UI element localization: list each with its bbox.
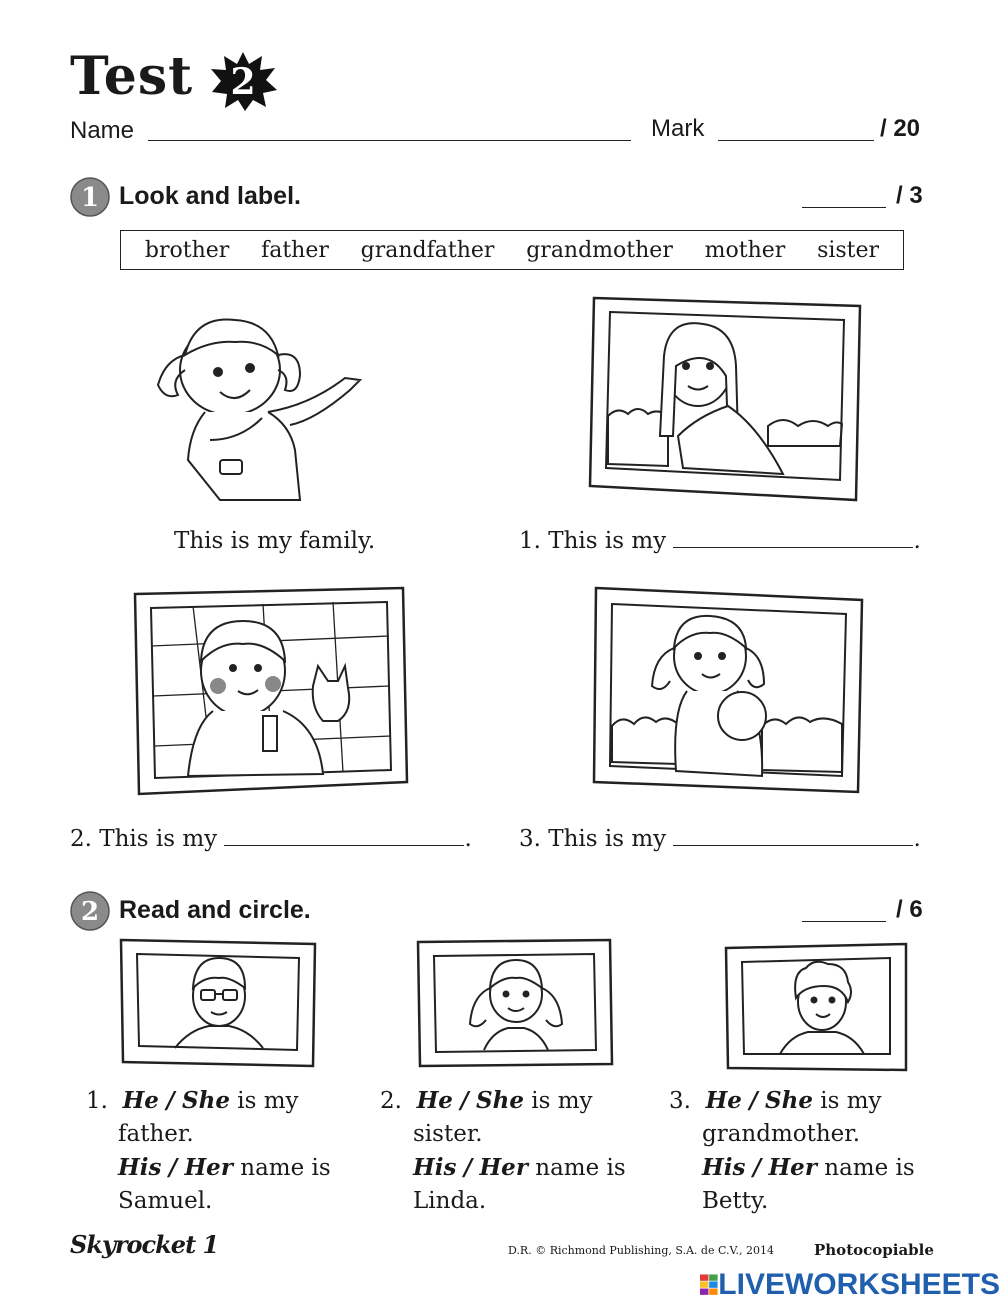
item-2-text: This is my: [99, 826, 218, 852]
word-bank-item: grandmother: [526, 237, 673, 263]
test-number-badge: 2: [211, 52, 277, 111]
section-1-title: Look and label.: [119, 182, 301, 210]
mark-field[interactable]: [718, 140, 874, 141]
word-bank-item: grandfather: [360, 237, 495, 263]
read-item-name: Samuel.: [118, 1188, 213, 1214]
item-2-sentence: 2. This is my .: [70, 826, 472, 852]
section-2-score: / 6: [896, 896, 923, 923]
item-1-period: .: [913, 528, 921, 554]
read-item-number: 2.: [380, 1088, 402, 1114]
liveworksheets-logo-icon: [700, 1273, 718, 1295]
item-2-answer-field[interactable]: [224, 845, 465, 846]
he-option[interactable]: He: [122, 1087, 159, 1114]
mark-total: / 20: [880, 115, 921, 142]
option-separator: /: [168, 1154, 178, 1181]
item-2-period: .: [464, 826, 472, 852]
her-option[interactable]: Her: [184, 1154, 233, 1181]
option-separator: /: [752, 1154, 762, 1181]
item-2-number: 2.: [70, 826, 92, 852]
samuel-photo-frame: [119, 938, 317, 1068]
read-item-relation: grandmother.: [702, 1121, 861, 1147]
linda-photo-frame: [416, 938, 614, 1068]
mother-photo-frame: [588, 296, 862, 502]
mark-label: Mark: [651, 115, 705, 142]
his-option[interactable]: His: [702, 1154, 746, 1181]
test-number: 2: [230, 61, 255, 103]
word-bank: brother father grandfather grandmother m…: [120, 230, 904, 270]
svg-text:1: 1: [81, 183, 99, 213]
brother-photo-frame: [133, 586, 409, 796]
skyrocket-logo: Skyrocket 1: [70, 1230, 219, 1259]
item-1-answer-field[interactable]: [673, 547, 914, 548]
item-1-number: 1.: [519, 528, 541, 554]
section-1-number-icon: 1: [70, 177, 110, 217]
read-item-1: 1. He / She is my father. His / Her name…: [86, 1084, 356, 1218]
section-2-number-icon: 2: [70, 891, 110, 931]
he-option[interactable]: He: [705, 1087, 742, 1114]
test-title: Test: [70, 46, 194, 107]
betty-photo-frame: [724, 942, 908, 1072]
she-option[interactable]: She: [475, 1087, 524, 1114]
word-bank-item: sister: [817, 237, 880, 263]
he-option[interactable]: He: [416, 1087, 453, 1114]
option-separator: /: [749, 1087, 758, 1114]
read-item-number: 3.: [669, 1088, 691, 1114]
read-item-name: Linda.: [413, 1188, 487, 1214]
read-item-2: 2. He / She is my sister. His / Her name…: [380, 1084, 650, 1218]
name-label: Name: [70, 117, 135, 144]
option-separator: /: [166, 1087, 175, 1114]
section-1-score: / 3: [896, 182, 923, 209]
she-option[interactable]: She: [764, 1087, 813, 1114]
word-bank-item: brother: [144, 237, 230, 263]
word-bank-item: mother: [704, 237, 786, 263]
section-2-score-field[interactable]: [802, 921, 886, 922]
photocopiable-label: Photocopiable: [814, 1241, 934, 1259]
read-item-relation: sister.: [413, 1121, 483, 1147]
word-bank-item: father: [261, 237, 329, 263]
section-2-title: Read and circle.: [119, 896, 311, 924]
svg-text:2: 2: [81, 897, 99, 927]
read-item-number: 1.: [86, 1088, 108, 1114]
his-option[interactable]: His: [118, 1154, 162, 1181]
her-option[interactable]: Her: [768, 1154, 817, 1181]
section-1-score-field[interactable]: [802, 207, 886, 208]
item-3-sentence: 3. This is my .: [519, 826, 921, 852]
item-3-text: This is my: [548, 826, 667, 852]
read-item-text: is my: [237, 1088, 299, 1114]
copyright-text: D.R. © Richmond Publishing, S.A. de C.V.…: [508, 1244, 774, 1257]
read-item-name: Betty.: [702, 1188, 769, 1214]
liveworksheets-watermark[interactable]: LIVEWORKSHEETS: [700, 1266, 1000, 1303]
name-field[interactable]: [148, 140, 631, 141]
read-item-text: is my: [531, 1088, 593, 1114]
item-3-number: 3.: [519, 826, 541, 852]
caption-intro: This is my family.: [174, 528, 376, 554]
his-option[interactable]: His: [413, 1154, 457, 1181]
item-3-answer-field[interactable]: [673, 845, 914, 846]
read-item-text: is my: [820, 1088, 882, 1114]
read-item-relation: father.: [118, 1121, 194, 1147]
item-1-sentence: 1. This is my .: [519, 528, 921, 554]
she-option[interactable]: She: [181, 1087, 230, 1114]
read-item-3: 3. He / She is my grandmother. His / Her…: [669, 1084, 949, 1218]
read-item-text: name is: [535, 1155, 626, 1181]
her-option[interactable]: Her: [479, 1154, 528, 1181]
sister-photo-frame: [592, 586, 864, 794]
liveworksheets-text: LIVEWORKSHEETS: [718, 1267, 1000, 1301]
girl-pointing-illustration: [156, 318, 363, 501]
read-item-text: name is: [824, 1155, 915, 1181]
option-separator: /: [463, 1154, 473, 1181]
item-1-text: This is my: [548, 528, 667, 554]
option-separator: /: [460, 1087, 469, 1114]
item-3-period: .: [913, 826, 921, 852]
read-item-text: name is: [240, 1155, 331, 1181]
